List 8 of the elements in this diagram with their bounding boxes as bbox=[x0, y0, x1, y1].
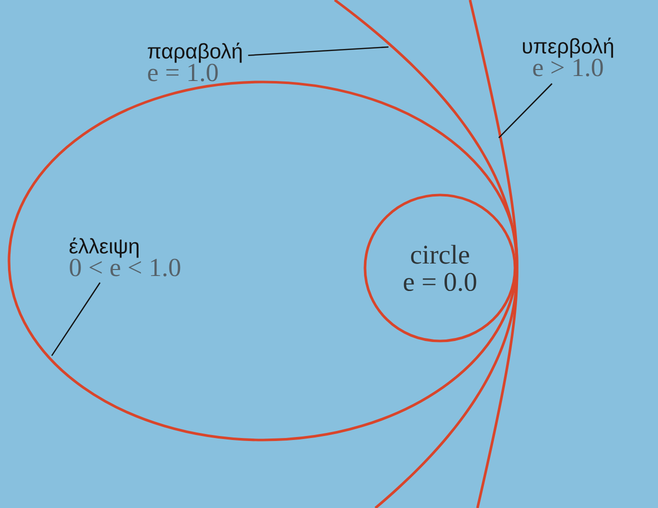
ellipse-curve bbox=[8, 80, 518, 442]
curve-label: παραβολή e = 1.0 bbox=[148, 42, 242, 82]
leader-line bbox=[498, 83, 552, 138]
curve-label: υπερβολή e > 1.0 bbox=[522, 38, 614, 76]
circle-curve: circle e = 0.0 bbox=[364, 194, 516, 342]
parabola-curve bbox=[334, 0, 518, 508]
leader-line bbox=[51, 282, 101, 356]
leader-line bbox=[248, 46, 389, 56]
